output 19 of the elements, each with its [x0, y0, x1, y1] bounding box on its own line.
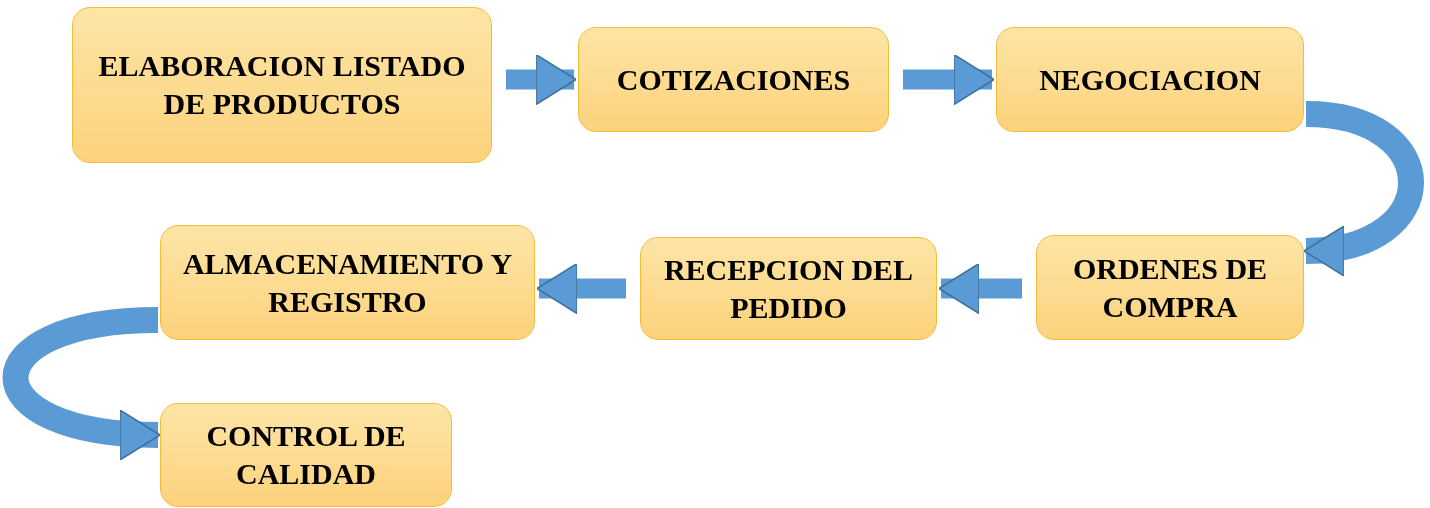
step-label: ORDENES DE COMPRA — [1071, 250, 1269, 325]
process-box — [1036, 235, 1304, 340]
process-box — [640, 237, 937, 340]
step-label: RECEPCION DEL PEDIDO — [662, 251, 915, 326]
process-box — [578, 27, 889, 132]
process-box — [160, 225, 535, 340]
process-box — [72, 7, 492, 163]
process-box — [160, 403, 452, 507]
step-label: COTIZACIONES — [616, 61, 851, 98]
block-arrow — [2, 307, 161, 459]
block-arrow — [536, 262, 626, 315]
step-label: NEGOCIACION — [1039, 61, 1261, 98]
step-label: CONTROL DE CALIDAD — [205, 418, 407, 492]
block-arrow — [903, 53, 995, 106]
step-label: ELABORACION LISTADO DE PRODUCTOS — [97, 48, 467, 122]
block-arrow — [938, 262, 1022, 315]
process-box — [996, 27, 1304, 132]
block-arrow — [506, 53, 577, 106]
step-label: ALMACENAMIENTO Y REGISTRO — [181, 245, 514, 320]
